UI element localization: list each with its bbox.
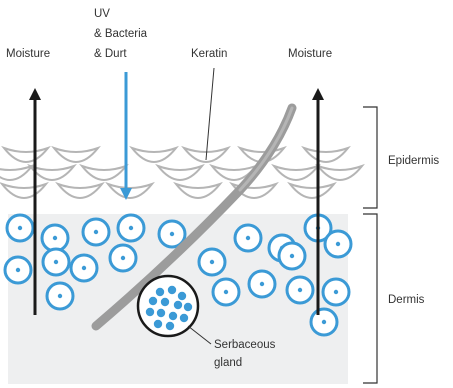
- dermis-cell: [323, 279, 349, 305]
- dermis-cell: [83, 219, 109, 245]
- keratin-scale: [0, 166, 32, 180]
- gland-droplet: [166, 322, 174, 330]
- gland-label-line1: Serbaceous: [214, 339, 276, 351]
- gland-droplet: [174, 301, 182, 309]
- gland-droplet: [156, 288, 164, 296]
- moisture-left-label: Moisture: [6, 48, 50, 60]
- keratin-scale: [82, 166, 126, 180]
- uv-label-line1: UV: [94, 8, 110, 20]
- keratin-scale: [54, 148, 98, 162]
- dermis-cell: [287, 277, 313, 303]
- keratin-scale: [108, 184, 152, 198]
- dermis-cell: [47, 283, 73, 309]
- keratin-scale: [4, 148, 48, 162]
- dermis-cell: [71, 255, 97, 281]
- keratin-scale: [158, 166, 202, 180]
- dermis-cell: [235, 225, 261, 251]
- keratin-scale: [274, 166, 318, 180]
- dermis-cell: [199, 249, 225, 275]
- uv-label-line3: & Durt: [94, 48, 127, 60]
- dermis-cell: [118, 215, 144, 241]
- gland-droplet: [157, 309, 165, 317]
- keratin-scale: [30, 166, 74, 180]
- dermis-cell: [5, 257, 31, 283]
- dermis-cell: [43, 249, 69, 275]
- moisture-right-label: Moisture: [288, 48, 332, 60]
- keratin-scale: [2, 184, 46, 198]
- gland-droplet: [184, 303, 192, 311]
- gland-droplet: [168, 286, 176, 294]
- gland-droplet: [180, 314, 188, 322]
- dermis-cell: [213, 279, 239, 305]
- gland-droplet: [169, 312, 177, 320]
- epidermis-bracket: [363, 107, 377, 208]
- dermis-cell: [279, 243, 305, 269]
- dermis-cell: [325, 231, 351, 257]
- dermis-label: Dermis: [388, 294, 425, 306]
- keratin-scale: [318, 166, 362, 180]
- dermis-cell: [311, 309, 337, 335]
- keratin-scale: [58, 184, 102, 198]
- dermis-cell: [7, 215, 33, 241]
- dermis-cell: [110, 245, 136, 271]
- gland-droplet: [146, 308, 154, 316]
- gland-droplet: [178, 292, 186, 300]
- gland-droplet: [154, 320, 162, 328]
- keratin-label: Keratin: [191, 48, 227, 60]
- keratin-scale: [304, 148, 348, 162]
- dermis-bracket: [363, 214, 377, 383]
- gland-label-line2: gland: [214, 357, 242, 369]
- keratin-scale: [132, 148, 176, 162]
- epidermis-label: Epidermis: [388, 155, 439, 167]
- uv-label-line2: & Bacteria: [94, 28, 148, 40]
- gland-droplet: [161, 298, 169, 306]
- epidermis-scales: [0, 148, 362, 198]
- dermis-cell: [42, 225, 68, 251]
- keratin-scale: [176, 184, 220, 198]
- dermis-cell: [249, 271, 275, 297]
- gland-droplet: [149, 297, 157, 305]
- keratin-leader-line: [206, 68, 214, 160]
- keratin-scale: [290, 184, 334, 198]
